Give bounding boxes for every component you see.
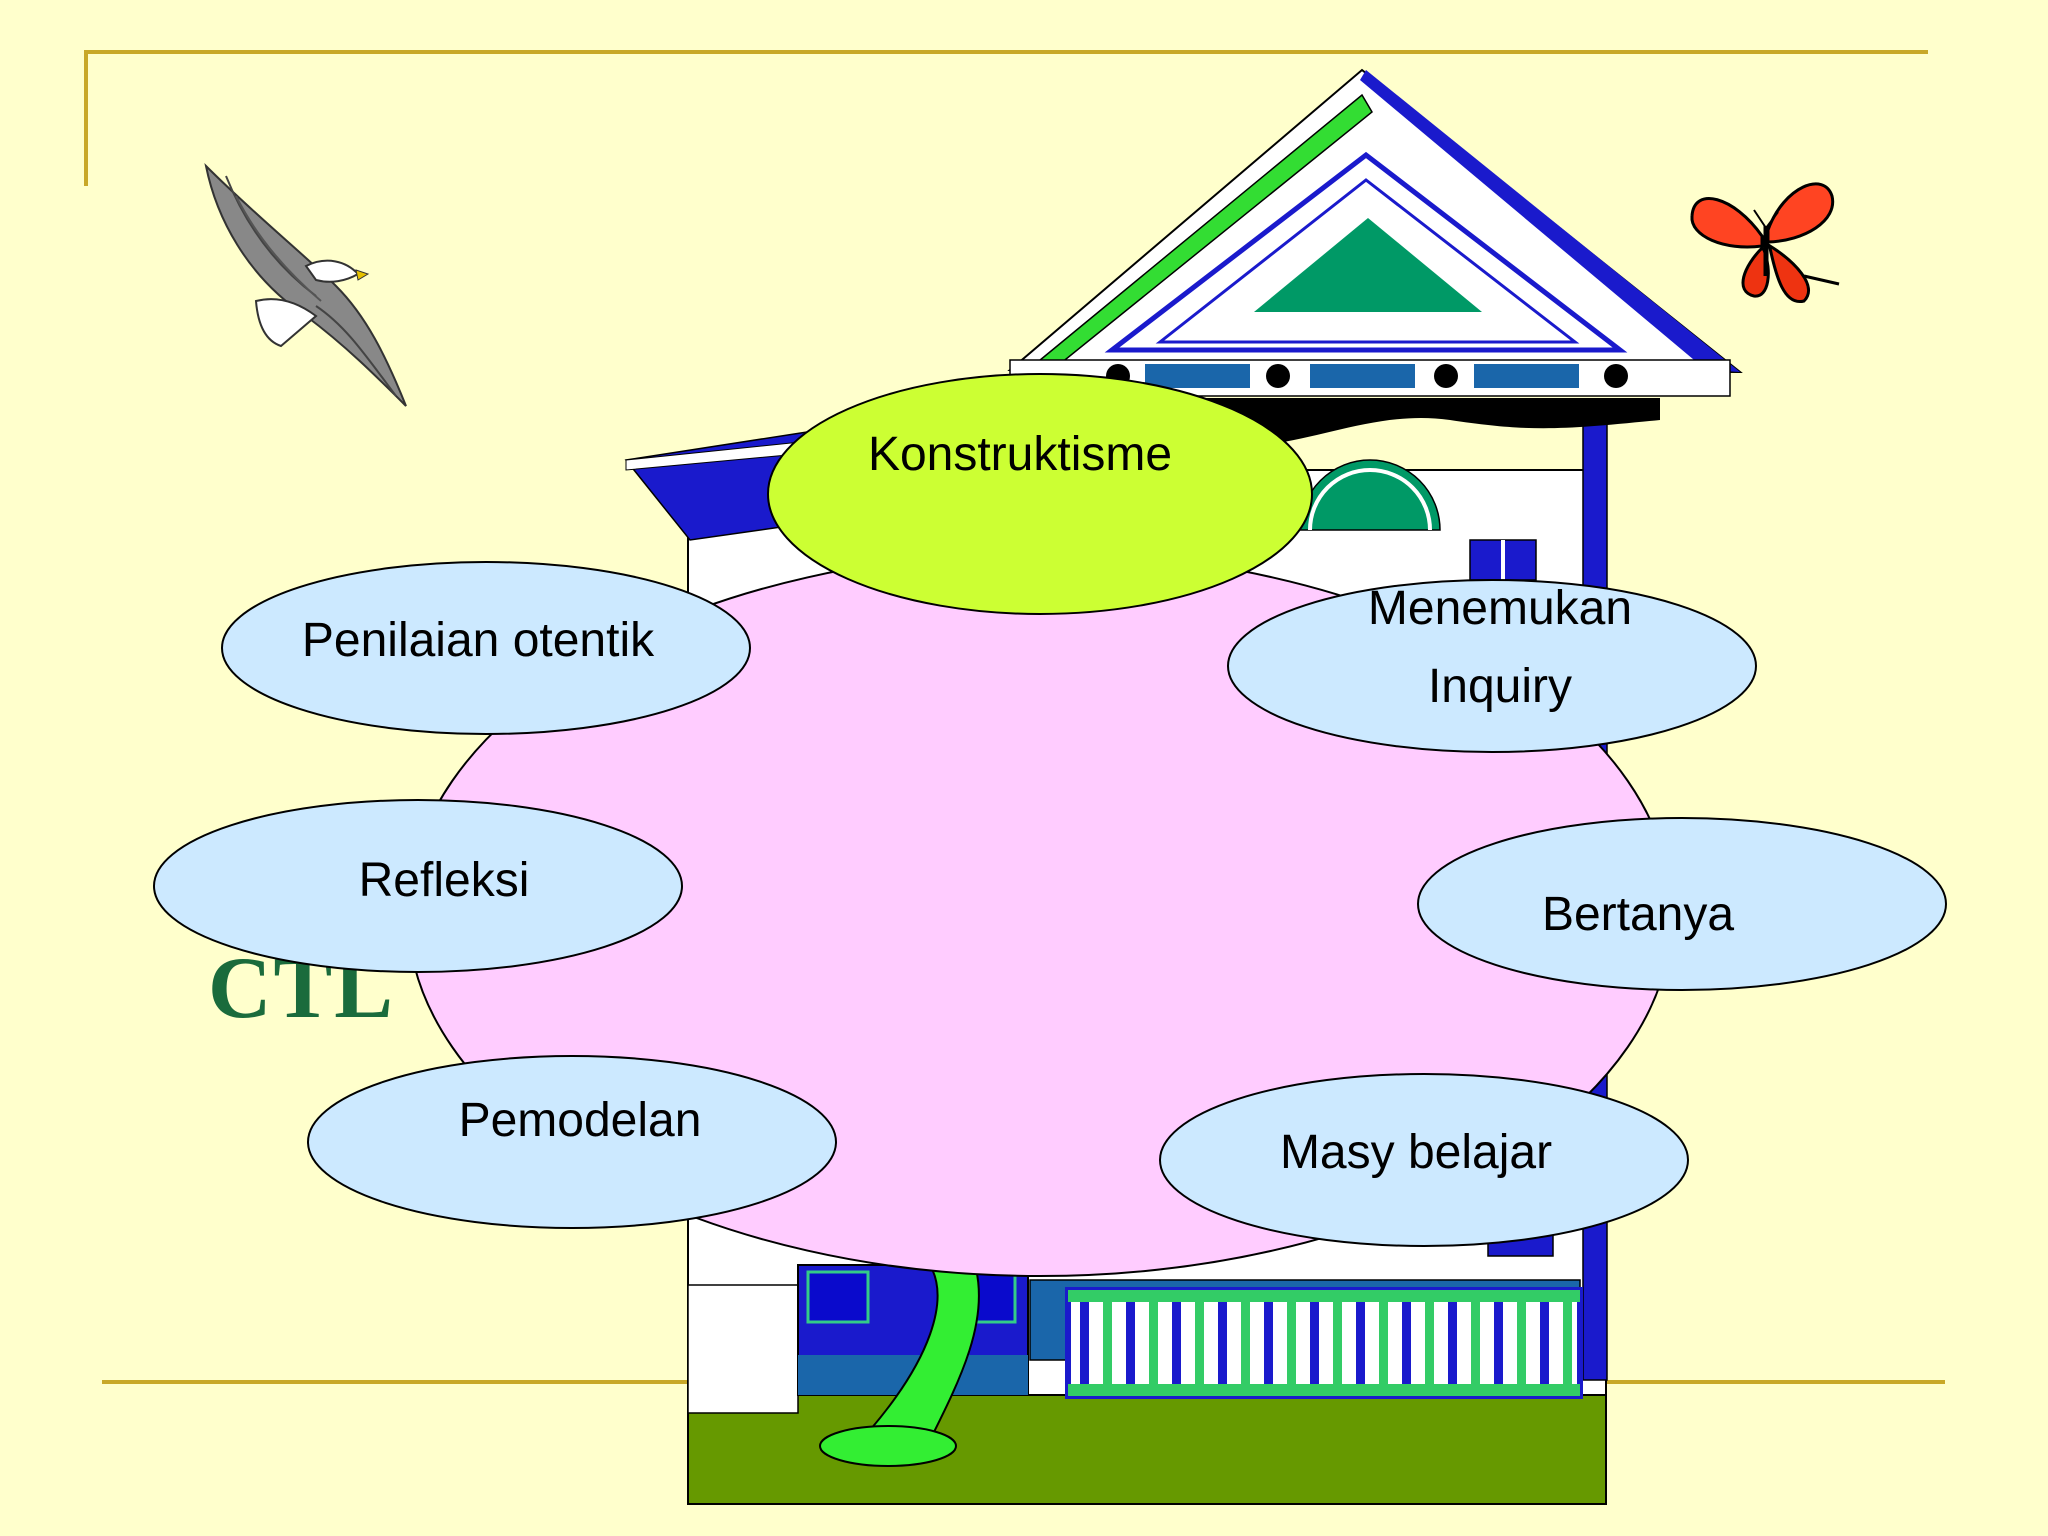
butterfly-icon — [1690, 182, 1840, 303]
rail-bar — [1471, 1302, 1480, 1384]
rail-bar — [1264, 1302, 1273, 1384]
label-pemodelan: Pemodelan — [458, 1094, 702, 1147]
label-konstruktisme: Konstruktisme — [867, 428, 1173, 481]
rail-bar — [1356, 1302, 1365, 1384]
rail-bar — [1218, 1302, 1227, 1384]
rail-bar — [1402, 1302, 1411, 1384]
rail-bar — [1494, 1302, 1503, 1384]
rail-bar — [1195, 1302, 1204, 1384]
rail-bar — [1241, 1302, 1250, 1384]
label-inquiry: Inquiry — [1427, 660, 1573, 713]
bubble-penilaian-otentik — [221, 561, 751, 735]
rail-bar — [1149, 1302, 1158, 1384]
bubble-menemukan-inquiry — [1227, 579, 1757, 753]
label-bertanya: Bertanya — [1541, 888, 1735, 941]
rail-bar — [1379, 1302, 1388, 1384]
bubble-refleksi — [153, 799, 683, 973]
bubble-pemodelan — [307, 1055, 837, 1229]
rail-bar — [1425, 1302, 1434, 1384]
rail-bar — [1080, 1302, 1089, 1384]
label-masy-belajar: Masy belajar — [1279, 1126, 1553, 1179]
label-refleksi: Refleksi — [358, 854, 530, 907]
rail-bar — [1310, 1302, 1319, 1384]
bubble-masy-belajar — [1159, 1073, 1689, 1247]
rail-bar — [1448, 1302, 1457, 1384]
rail-bar — [1333, 1302, 1342, 1384]
rail-bar — [1126, 1302, 1135, 1384]
eagle-icon — [204, 162, 407, 407]
tree-illustration — [819, 1264, 980, 1467]
rail-bar — [1563, 1302, 1572, 1384]
rail-bar — [1103, 1302, 1112, 1384]
bubble-bertanya — [1417, 817, 1947, 991]
rail-bar — [1287, 1302, 1296, 1384]
label-penilaian-otentik: Penilaian otentik — [301, 614, 655, 667]
rail-bar — [1172, 1302, 1181, 1384]
label-menemukan: Menemukan — [1367, 582, 1633, 635]
bubble-konstruktisme — [767, 373, 1313, 615]
rail-bar — [1517, 1302, 1526, 1384]
rail-bar — [1540, 1302, 1549, 1384]
